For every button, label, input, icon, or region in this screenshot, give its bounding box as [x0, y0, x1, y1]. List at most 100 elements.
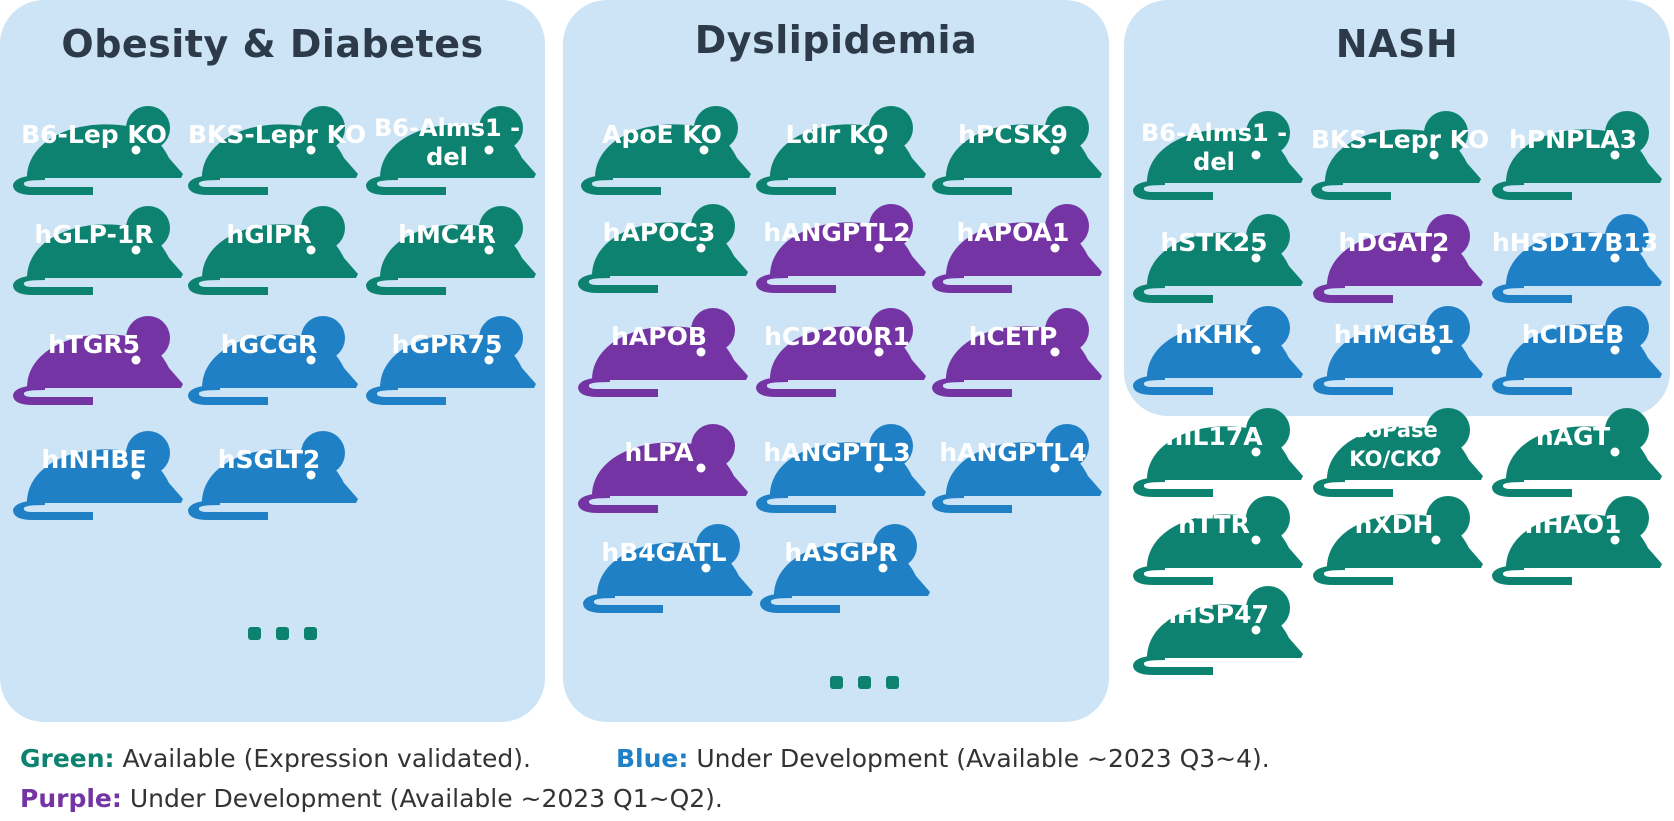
mouse-model-blue: hASGPR: [752, 518, 930, 618]
more-models-dots: [830, 676, 899, 689]
mouse-icon: [578, 204, 748, 293]
mouse-model-green: hGIPR: [180, 200, 358, 300]
mouse-model-purple: hTGR5: [5, 310, 183, 410]
mouse-model-purple: hDGAT2: [1305, 208, 1483, 308]
mouse-model-blue: hGCGR: [180, 310, 358, 410]
mouse-model-green: Ldlr KO: [748, 100, 926, 200]
legend-purple-key: Purple:: [20, 784, 122, 813]
mouse-model-green: hAPOC3: [570, 198, 748, 298]
mouse-model-green: hXDH: [1305, 490, 1483, 590]
mouse-icon: [1133, 111, 1303, 200]
mouse-icon: [1133, 408, 1303, 497]
mouse-icon: [756, 106, 926, 195]
mouse-icon: [188, 316, 358, 405]
mouse-label: hASGPR: [784, 538, 898, 567]
panel-title: Obesity & Diabetes: [61, 22, 484, 66]
legend-green: Green: Available (Expression validated).: [20, 744, 531, 773]
mouse-model-green: B6-Lep KO: [5, 100, 183, 200]
legend-blue-text: Under Development (Available ~2023 Q3~4)…: [688, 744, 1270, 773]
mouse-label: hHSP47: [1159, 600, 1269, 629]
panel-title: NASH: [1335, 22, 1459, 66]
mouse-icon: [581, 106, 751, 195]
mouse-icon: [13, 431, 183, 520]
mouse-icon: [1492, 408, 1662, 497]
mouse-model-blue: hSGLT2: [180, 425, 358, 525]
mouse-icon: [932, 424, 1102, 513]
mouse-icon: [932, 204, 1102, 293]
legend-green-key: Green:: [20, 744, 115, 773]
mouse-model-green: hPCSK9: [924, 100, 1102, 200]
mouse-icon: [1313, 496, 1483, 585]
mouse-label: hCIDEB: [1521, 320, 1625, 349]
mouse-label: G6Pase KO/CKO: [1349, 418, 1439, 471]
mouse-model-blue: hANGPTL3: [748, 418, 926, 518]
mouse-icon: [1311, 111, 1481, 200]
mouse-icon: [756, 204, 926, 293]
mouse-icon: [932, 308, 1102, 397]
mouse-icon: [188, 206, 358, 295]
mouse-model-blue: hCIDEB: [1484, 300, 1662, 400]
mouse-label: hPNPLA3: [1508, 125, 1638, 154]
mouse-label: hTGR5: [47, 330, 141, 359]
legend-purple-text: Under Development (Available ~2023 Q1~Q2…: [121, 784, 723, 813]
mouse-icon: [366, 316, 536, 405]
mouse-label: hLPA: [624, 438, 694, 467]
mouse-label: hAGT: [1535, 422, 1611, 451]
mouse-label: ApoE KO: [602, 120, 722, 149]
mouse-label: BKS-Lepr KO: [1311, 125, 1490, 154]
mouse-label: BKS-Lepr KO: [188, 120, 367, 149]
mouse-model-purple: hCD200R1: [748, 302, 926, 402]
mouse-label: hSGLT2: [217, 445, 321, 474]
mouse-model-purple: hAPOB: [570, 302, 748, 402]
mouse-label: hTTR: [1178, 510, 1250, 539]
mouse-label: hANGPTL4: [939, 438, 1087, 467]
mouse-icon: [1492, 214, 1662, 303]
mouse-label: hAPOC3: [602, 218, 716, 247]
mouse-label: B6-Alms1 -del: [1140, 119, 1288, 176]
mouse-icon: [578, 424, 748, 513]
mouse-label: hMC4R: [398, 220, 496, 249]
mouse-model-green: hIL17A: [1125, 402, 1303, 502]
mouse-icon: [1492, 306, 1662, 395]
mouse-label: hGCGR: [220, 330, 318, 359]
mouse-label: hHSD17B13: [1492, 228, 1659, 257]
mouse-icon: [13, 106, 183, 195]
mouse-label: hGIPR: [226, 220, 312, 249]
mouse-model-blue: hB4GATL: [575, 518, 753, 618]
mouse-model-blue: hHSD17B13: [1484, 208, 1662, 308]
more-models-dots: [248, 627, 317, 640]
mouse-label: hB4GATL: [601, 538, 727, 567]
mouse-icon: [366, 106, 536, 195]
mouse-label: hANGPTL3: [763, 438, 911, 467]
mouse-label: hPCSK9: [958, 120, 1068, 149]
mouse-icon: [756, 424, 926, 513]
mouse-model-green: hHAO1: [1484, 490, 1662, 590]
mouse-label: hANGPTL2: [763, 218, 911, 247]
mouse-model-purple: hLPA: [570, 418, 748, 518]
mouse-model-blue: hKHK: [1125, 300, 1303, 400]
mouse-model-blue: hINHBE: [5, 425, 183, 525]
mouse-label: hHAO1: [1524, 510, 1622, 539]
mouse-icon: [1133, 306, 1303, 395]
mouse-icon: [756, 308, 926, 397]
mouse-icon: [1133, 496, 1303, 585]
mouse-label: hKHK: [1175, 320, 1253, 349]
mouse-model-green: hHSP47: [1125, 580, 1303, 680]
mouse-model-green: hAGT: [1484, 402, 1662, 502]
mouse-model-green: BKS-Lepr KO: [180, 100, 367, 200]
mouse-model-green: B6-Alms1 -del: [1125, 105, 1303, 205]
mouse-label: hHMGB1: [1333, 320, 1455, 349]
mouse-label: hIL17A: [1165, 422, 1263, 451]
mouse-icon: [578, 308, 748, 397]
legend-purple: Purple: Under Development (Available ~20…: [20, 784, 723, 813]
mouse-label: hGPR75: [391, 330, 503, 359]
mouse-label: hINHBE: [41, 445, 147, 474]
mouse-label: hXDH: [1354, 510, 1434, 539]
mouse-label: hSTK25: [1160, 228, 1268, 257]
panel-title: Dyslipidemia: [694, 18, 978, 62]
mouse-icon: [1313, 408, 1483, 497]
mouse-icon: [583, 524, 753, 613]
mouse-model-purple: hAPOA1: [924, 198, 1102, 298]
mouse-icon: [1133, 586, 1303, 675]
mouse-model-green: ApoE KO: [573, 100, 751, 200]
